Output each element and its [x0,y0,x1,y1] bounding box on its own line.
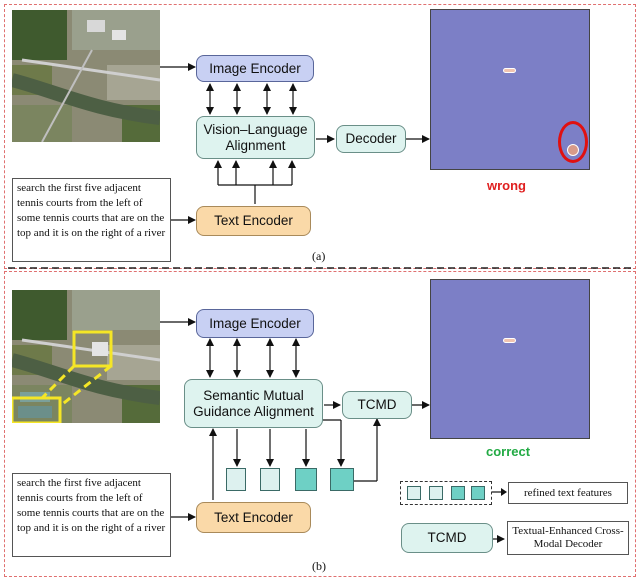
alignment-box-a: Vision–Language Alignment [196,116,315,159]
refined-feature-3 [295,468,317,491]
decoder-box: Decoder [336,125,406,153]
legend-feature-group [400,481,492,505]
panel-a-label: (a) [312,249,326,263]
legend-tcmd-label: TCMD [427,530,467,546]
legend-tcmd-desc: Textual-Enhanced Cross-Modal Decoder [507,521,629,555]
image-encoder-label-a: Image Encoder [209,60,301,76]
refined-feature-4 [330,468,354,491]
panel-b-border [4,271,636,577]
decoder-label: Decoder [345,131,397,147]
satellite-image-a [12,10,160,142]
result-wrong: wrong [487,178,526,193]
result-correct: correct [486,444,531,459]
refined-feature-1 [226,468,246,491]
error-circle [558,121,588,163]
panel-b-label: (b) [312,559,326,573]
tcmd-box: TCMD [342,391,412,419]
predicted-object-b [503,338,516,343]
image-encoder-box-b: Image Encoder [196,309,314,338]
legend-arrow-features [492,488,507,496]
image-encoder-box-a: Image Encoder [196,55,314,82]
predicted-object-a [503,68,516,73]
query-text-a: search the first five adjacent tennis co… [12,178,171,262]
alignment-label-b: Semantic Mutual Guidance Alignment [193,387,314,419]
alignment-label-a: Vision–Language Alignment [203,121,308,153]
legend-feature-2 [429,486,443,500]
legend-tcmd-box: TCMD [401,523,493,553]
refined-feature-2 [260,468,280,491]
text-encoder-label-a: Text Encoder [214,213,293,229]
mask-output-a [430,9,590,170]
legend-feature-1 [407,486,421,500]
text-encoder-box-a: Text Encoder [196,206,311,236]
tcmd-label: TCMD [357,397,397,413]
legend-feature-3 [451,486,465,500]
query-text-b: search the first five adjacent tennis co… [12,473,171,557]
satellite-image-b [12,290,160,423]
text-encoder-label-b: Text Encoder [214,509,293,525]
legend-refined-text-features: refined text features [508,482,628,504]
alignment-box-b: Semantic Mutual Guidance Alignment [184,379,323,428]
text-encoder-box-b: Text Encoder [196,502,311,533]
image-encoder-label-b: Image Encoder [209,315,301,331]
mask-output-b [430,279,590,439]
legend-feature-4 [471,486,485,500]
